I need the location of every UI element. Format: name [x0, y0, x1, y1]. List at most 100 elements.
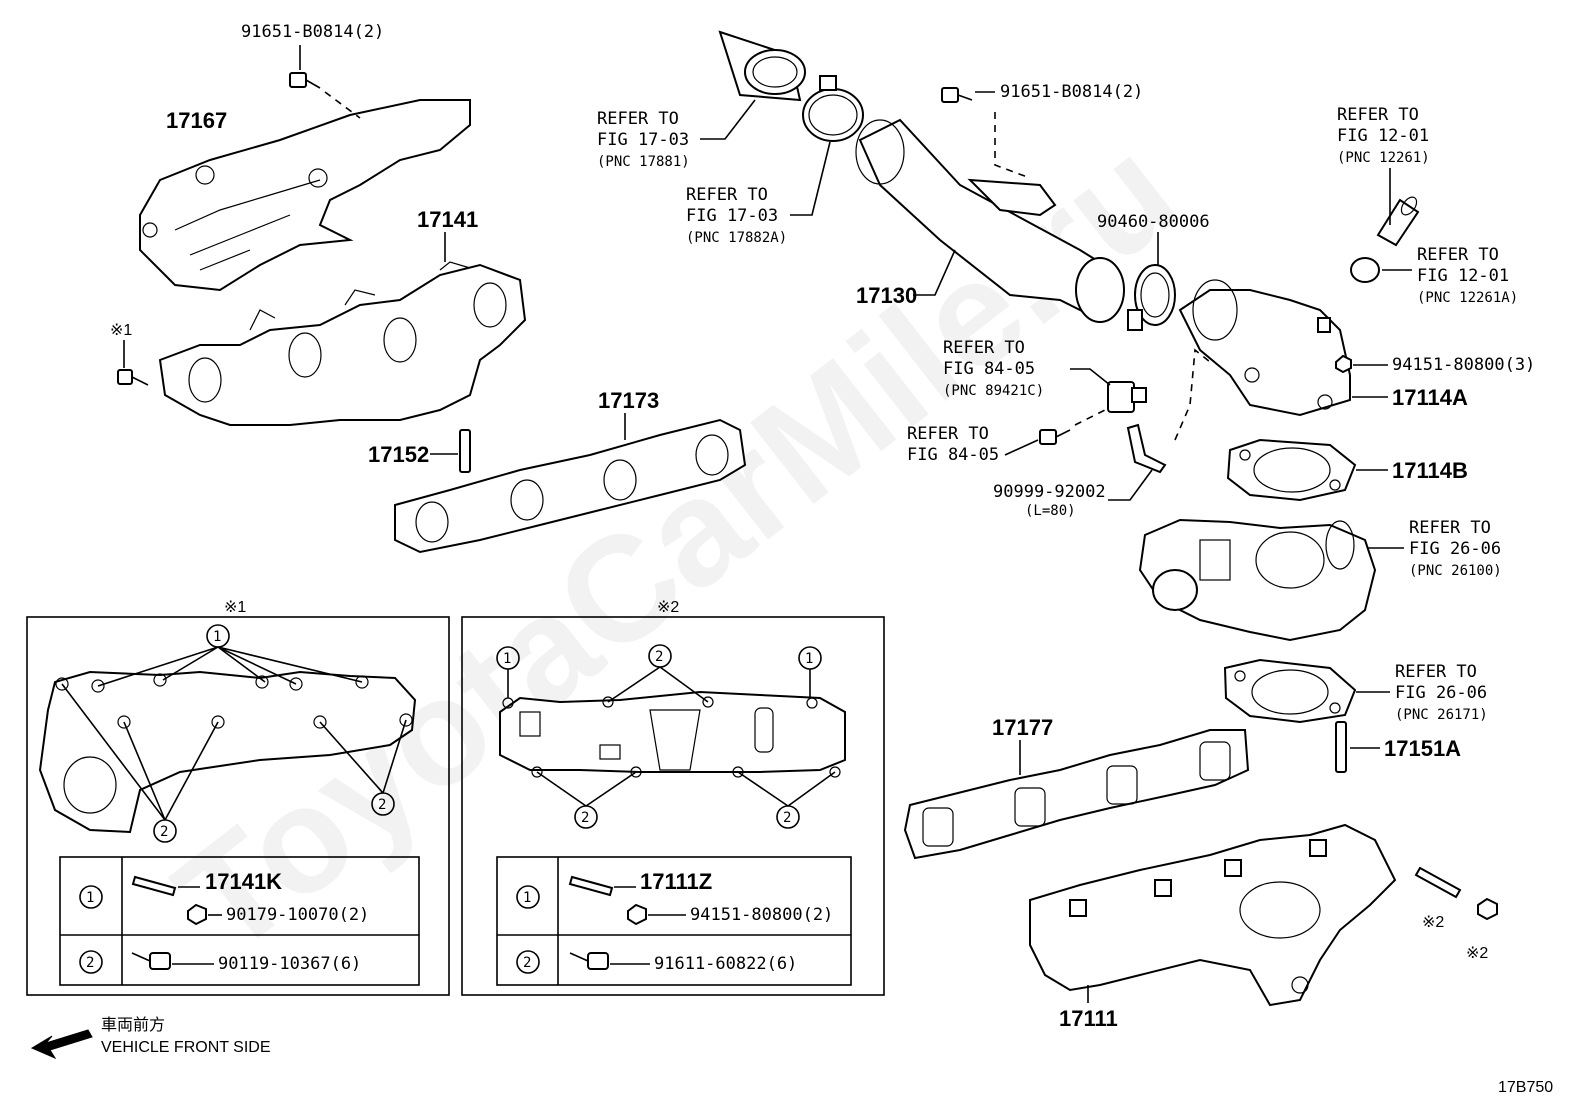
svg-text:2: 2 [581, 810, 589, 826]
part-label-91651-top: 91651-B0814(2) [241, 22, 384, 42]
inset1-callout-2-left: 2 [61, 683, 219, 843]
svg-text:2: 2 [783, 810, 791, 826]
inset1-row1-sub: 90179-10070(2) [226, 905, 369, 925]
inset2-manifold [499, 690, 846, 778]
stud-17151A [1335, 721, 1347, 773]
throttle-body-26100 [1138, 518, 1377, 642]
ref3-pnc: (PNC 12261) [1337, 150, 1430, 166]
svg-text:2: 2 [655, 649, 663, 665]
inset2-callout-2-left: 2 [536, 771, 637, 829]
inset2-title: ※2 [657, 599, 679, 616]
bolt-mark1 [117, 369, 149, 386]
ref7-line1: REFER TO [1409, 518, 1491, 538]
gasket-26171 [1223, 658, 1357, 724]
inset1-title: ※1 [224, 599, 246, 616]
bolt-84-05 [1039, 429, 1071, 445]
inset2-callout-2-right: 2 [737, 771, 836, 829]
throttle-adapter-17114A [1178, 279, 1351, 417]
nut-94151 [1335, 354, 1352, 374]
ref1-line1: REFER TO [597, 109, 679, 129]
part-label-17151A: 17151A [1384, 736, 1461, 761]
svg-text:2: 2 [160, 824, 168, 840]
ref7-pnc: (PNC 26100) [1409, 563, 1502, 579]
hose-clamp-90460 [1127, 264, 1176, 331]
inset1-frame [26, 616, 450, 996]
ref4-pnc: (PNC 12261A) [1417, 290, 1518, 306]
nut-mark2 [1477, 897, 1498, 921]
part-label-17177: 17177 [992, 715, 1053, 740]
diagram-code: 17B750 [1498, 1079, 1553, 1096]
ref5-line1: REFER TO [943, 338, 1025, 358]
part-label-17167: 17167 [166, 108, 227, 133]
ref5-line2: FIG 84-05 [943, 359, 1035, 379]
bolt-91651-top [289, 72, 321, 89]
inset1-row1-main: 17141K [205, 869, 282, 894]
svg-text:1: 1 [503, 651, 511, 667]
mark-2b-label: ※2 [1466, 945, 1488, 962]
inset2-callout-2-top: 2 [607, 644, 709, 703]
ref2-line1: REFER TO [686, 185, 768, 205]
inset2-row1-main: 17111Z [640, 869, 712, 894]
part-label-94151: 94151-80800(3) [1392, 355, 1535, 375]
ref8-pnc: (PNC 26171) [1395, 707, 1488, 723]
ref1-pnc: (PNC 17881) [597, 154, 690, 170]
part-label-90460: 90460-80006 [1097, 212, 1210, 232]
intake-pipe-17130 [855, 118, 1125, 323]
ref1-line2: FIG 17-03 [597, 130, 689, 150]
inset2-frame [461, 616, 885, 996]
part-label-17152: 17152 [368, 442, 429, 467]
svg-text:1: 1 [213, 629, 221, 645]
inset2-callout-1-left: 1 [496, 646, 520, 698]
ref6-line2: FIG 84-05 [907, 445, 999, 465]
inset1-row2-main: 90119-10367(6) [218, 954, 361, 974]
vehicle-front-label-jp: 車両前方 [101, 1016, 165, 1034]
ref2-line2: FIG 17-03 [686, 206, 778, 226]
ref4-line1: REFER TO [1417, 245, 1499, 265]
svg-text:2: 2 [523, 955, 531, 971]
mark-2a-label: ※2 [1422, 914, 1444, 931]
inset2-row1-sub: 94151-80800(2) [690, 905, 833, 925]
ref6-line1: REFER TO [907, 424, 989, 444]
ref8-line1: REFER TO [1395, 662, 1477, 682]
ref5-pnc: (PNC 89421C) [943, 383, 1044, 399]
inset1-callout-2-right: 2 [319, 719, 407, 816]
svg-text:2: 2 [86, 955, 94, 971]
svg-text:1: 1 [805, 651, 813, 667]
air-hose-upper [718, 30, 806, 102]
stud-17152 [459, 429, 471, 473]
svg-text:1: 1 [523, 890, 531, 906]
inset1-table: 1 2 [59, 856, 420, 986]
svg-text:2: 2 [378, 797, 386, 813]
gasket-17177 [903, 729, 1250, 860]
inset2-row2-main: 91611-60822(6) [654, 954, 797, 974]
part-label-17173: 17173 [598, 388, 659, 413]
stud-mark2 [1414, 866, 1462, 899]
ref3-line1: REFER TO [1337, 105, 1419, 125]
inset2-table: 1 2 [496, 856, 852, 986]
part-label-17114B: 17114B [1392, 458, 1468, 483]
inset1-callout-1: 1 [97, 624, 363, 687]
hose-12261 [1376, 196, 1420, 247]
sensor-89421C [1107, 381, 1147, 413]
bolt-91651-right [941, 87, 973, 103]
vehicle-front-arrow-icon [30, 1029, 93, 1060]
ref3-line2: FIG 12-01 [1337, 126, 1429, 146]
gasket-17173 [394, 418, 747, 554]
ref2-pnc: (PNC 17882A) [686, 230, 787, 246]
part-label-90999-length: (L=80) [1025, 503, 1076, 519]
vehicle-front-label-en: VEHICLE FRONT SIDE [101, 1039, 271, 1056]
exhaust-manifold-17141 [158, 261, 527, 426]
gasket-17114B [1226, 438, 1357, 502]
mark-1-label: ※1 [110, 322, 132, 339]
part-label-17130: 17130 [856, 283, 917, 308]
hose-90999 [1126, 423, 1167, 474]
intake-manifold-17111 [1029, 823, 1397, 1007]
inset2-callout-1-right: 1 [798, 646, 822, 698]
part-label-17111: 17111 [1059, 1006, 1118, 1031]
ref4-line2: FIG 12-01 [1417, 266, 1509, 286]
part-label-17141: 17141 [417, 207, 478, 232]
part-label-91651-right: 91651-B0814(2) [1000, 82, 1143, 102]
svg-text:1: 1 [86, 890, 94, 906]
ref8-line2: FIG 26-06 [1395, 683, 1487, 703]
